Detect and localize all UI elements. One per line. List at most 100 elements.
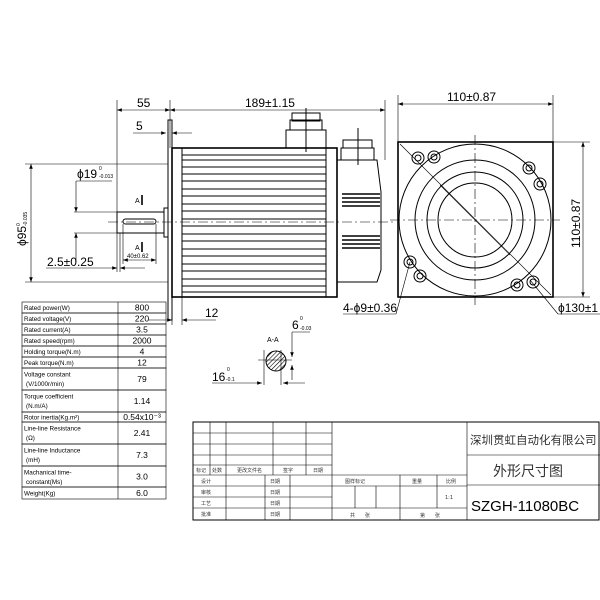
tol-lower: -0.013 [99, 174, 113, 180]
spec-row: Rated speed(rpm) 2000 [21, 334, 167, 347]
scale-value: 1:1 [445, 495, 453, 501]
spec-row: Rated voltage(V) 220 [21, 312, 167, 325]
header-sign: 签字 [283, 467, 293, 474]
spec-value: 12 [137, 358, 147, 368]
spec-row: Line-line Resistance (Ω) 2.41 [21, 421, 167, 445]
dim-key-offset: 2.5±0.25 [47, 255, 94, 269]
scale-label: 比例 [446, 478, 456, 485]
spec-label: Machanical time- [24, 470, 72, 477]
section-label: A-A [267, 337, 279, 344]
spec-row: Voltage constant(V/1000r/min)79 [21, 367, 167, 391]
shaft-key [122, 218, 157, 225]
date-label: 日期 [270, 501, 280, 507]
spec-label: Weight(Kg) [24, 491, 55, 498]
dim-key-depth: 16 [212, 370, 226, 384]
tol-upper: 0 [227, 367, 230, 373]
spec-label-unit: (Ω) [26, 435, 35, 442]
spec-label: Rated speed(rpm) [24, 338, 75, 345]
spec-row: Rotor inertia(Kg.m²) 0.54x10⁻³ [21, 411, 167, 423]
spec-row: Torque coefficient (N.m/A) 1.14 [21, 389, 167, 413]
spec-label-unit: constant(Ms) [26, 479, 62, 486]
spec-value: 4 [140, 347, 145, 357]
tol-lower: -0.1 [226, 377, 235, 383]
drawing-title: 外形尺寸图 [493, 464, 563, 480]
header-count: 处数 [212, 467, 222, 474]
shaft [116, 211, 165, 234]
sample-mark-label: 图样标记 [345, 478, 365, 485]
spec-label: Rated voltage(V) [24, 316, 71, 323]
role-process: 工艺 [201, 501, 211, 507]
spec-row: Holding torque(N.m)4 [21, 345, 167, 358]
spec-row: Line-line Inductance(mH)7.3 [21, 443, 167, 467]
dim-body-length: 189±1.15 [245, 96, 295, 110]
mounting-holes [403, 150, 547, 292]
dim-flange-width: 110±0.87 [447, 90, 496, 104]
spec-label: Rated current(A) [24, 327, 71, 334]
section-mark-top: A [135, 198, 140, 205]
spec-value: 1.14 [134, 396, 151, 406]
power-connector [285, 108, 327, 152]
dim-key-length: 40±0.62 [127, 254, 149, 260]
role-design: 设计 [201, 478, 211, 485]
title-block: 标记 处数 更改文件名 签字 日期 设计 审核 工艺 批准 日期 日期 日期 日… [192, 421, 600, 521]
spec-label: Line-line Inductance [24, 448, 81, 455]
dim-pcd: ϕ130±1 [558, 301, 598, 315]
spec-label: Line-line Resistance [24, 426, 81, 433]
front-view: 110±0.87 110±0.87 4-ϕ9±0.36 ϕ130±1 [343, 90, 600, 315]
spec-row: Machanical time-constant(Ms)3.0 [21, 465, 167, 488]
dim-shaft-dia: ϕ19 [77, 167, 97, 181]
dim-flange-thickness: 12 [205, 306, 219, 320]
spec-label-unit: (mH) [26, 457, 40, 464]
role-approve: 批准 [201, 511, 211, 518]
header-doc: 更改文件名 [237, 467, 262, 474]
spec-label-unit: (V/1000r/min) [26, 381, 64, 388]
header-mark: 标记 [196, 467, 206, 474]
date-label: 日期 [270, 512, 280, 518]
motor-body [171, 147, 338, 298]
section-mark-bottom: A [135, 245, 140, 252]
spec-row: Rated current(A) 3.5 [21, 323, 167, 336]
tol-upper: 0 [300, 316, 303, 322]
role-review: 审核 [201, 489, 211, 496]
date-label: 日期 [270, 490, 280, 496]
flange-square [397, 141, 554, 298]
spec-value: 0.54x10⁻³ [123, 412, 161, 422]
dim-shaft-length: 55 [137, 96, 151, 110]
spec-row: Weight(Kg) 6.0 [21, 486, 167, 500]
side-view: A A 55 189±1.15 5 ϕ95 0 -0.035 ϕ19 0 - [15, 96, 395, 325]
dim-spigot-dia: ϕ95 [15, 226, 29, 246]
spec-value: 2.41 [134, 428, 151, 438]
spec-value: 800 [135, 303, 149, 313]
tol-lower: -0.03 [300, 326, 312, 332]
tol-upper: 0 [99, 166, 102, 172]
cooling-fins [182, 154, 326, 293]
spec-label: Rotor inertia(Kg.m²) [24, 415, 79, 422]
section-a-a: A-A 6 0 -0.03 16 0 -0.1 [212, 316, 312, 385]
sheet-number: 第 张 [420, 512, 440, 519]
spec-label-unit: (N.m/A) [26, 403, 48, 410]
spec-label: Torque coefficient [24, 394, 73, 401]
role-rows: 设计 审核 工艺 批准 日期 日期 日期 日期 [201, 478, 280, 518]
date-label: 日期 [270, 479, 280, 485]
tol-upper: 0 [16, 223, 22, 226]
dim-key-width: 6 [292, 318, 299, 332]
spec-row: Peak torque(N.m) 12 [21, 356, 167, 369]
encoder-housing [336, 128, 382, 283]
spec-value: 2000 [133, 336, 152, 346]
weight-label: 重量 [412, 478, 422, 485]
spec-value: 6.0 [136, 488, 148, 498]
spec-label: Rated power(W) [24, 305, 70, 312]
tol-lower: -0.035 [23, 212, 29, 226]
spec-row: Rated power(W) 800 [21, 301, 167, 314]
spec-value: 3.5 [136, 325, 148, 335]
header-date: 日期 [313, 468, 323, 474]
dim-flange-step: 5 [136, 119, 143, 133]
dim-flange-height: 110±0.87 [569, 199, 583, 248]
shaft-shoulder [163, 207, 169, 238]
spec-value: 220 [135, 314, 149, 324]
total-sheets: 共 张 [350, 512, 370, 519]
dim-mount-holes: 4-ϕ9±0.36 [343, 301, 397, 315]
spec-label: Peak torque(N.m) [24, 360, 74, 367]
